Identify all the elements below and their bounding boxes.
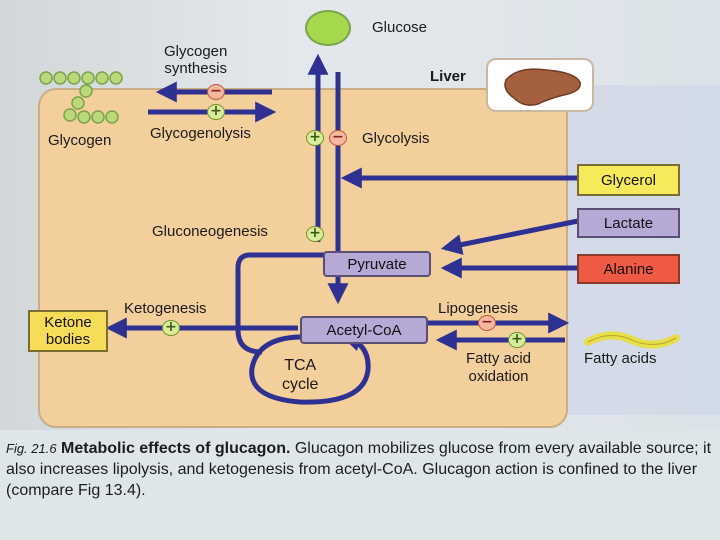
- gluconeogenesis-activation-sign-top: +: [306, 130, 324, 146]
- gluconeogenesis-activation-sign: +: [306, 226, 324, 242]
- ketone-bodies-box: Ketone bodies: [28, 310, 108, 352]
- alanine-box: Alanine: [577, 254, 680, 284]
- tca-cycle-label: TCA cycle: [282, 357, 319, 393]
- lipogenesis-inhibition-sign: −: [478, 315, 496, 331]
- caption-title: Metabolic effects of glucagon.: [61, 440, 291, 457]
- glucose-circle: [305, 10, 351, 46]
- lipogenesis-label: Lipogenesis: [438, 300, 519, 317]
- ketogenesis-label: Ketogenesis: [124, 300, 207, 317]
- glycogen-synthesis-label: Glycogen synthesis: [164, 43, 228, 77]
- caption-fig-label: Fig. 21.6: [6, 441, 57, 456]
- glycogenolysis-activation-sign: +: [207, 104, 225, 120]
- glucose-label: Glucose: [372, 19, 428, 36]
- pyruvate-loop: [235, 252, 325, 355]
- gluconeogenesis-label: Gluconeogenesis: [152, 223, 268, 240]
- acetyl-coa-box: Acetyl-CoA: [300, 316, 428, 344]
- pyruvate-box: Pyruvate: [323, 251, 431, 277]
- caption-body: Glucagon mobilizes glucose from every av…: [6, 440, 712, 499]
- glycolysis-inhibition-sign: −: [329, 130, 347, 146]
- glycerol-box: Glycerol: [577, 164, 680, 196]
- glycogen-chain: [39, 71, 123, 124]
- glycolysis-label: Glycolysis: [362, 130, 430, 147]
- lactate-box: Lactate: [577, 208, 680, 238]
- liver-panel: [38, 88, 568, 428]
- glycogenolysis-label: Glycogenolysis: [150, 125, 251, 142]
- fatty-acid-oxidation-label: Fatty acid oxidation: [466, 350, 532, 385]
- glycogen-synthesis-inhibition-sign: −: [207, 84, 225, 100]
- fatty-acids-label: Fatty acids: [584, 350, 657, 367]
- tca-cycle-loop: [249, 330, 371, 405]
- fatty-acid-oxidation-activation-sign: +: [508, 332, 526, 348]
- ketogenesis-activation-sign: +: [162, 320, 180, 336]
- liver-icon-box: [486, 58, 594, 112]
- lactate-arrow: [440, 218, 579, 255]
- glycogen-label: Glycogen: [48, 132, 112, 149]
- liver-label: Liver: [430, 68, 466, 85]
- caption: Fig. 21.6 Metabolic effects of glucagon.…: [6, 438, 714, 501]
- background-panel: [560, 85, 720, 415]
